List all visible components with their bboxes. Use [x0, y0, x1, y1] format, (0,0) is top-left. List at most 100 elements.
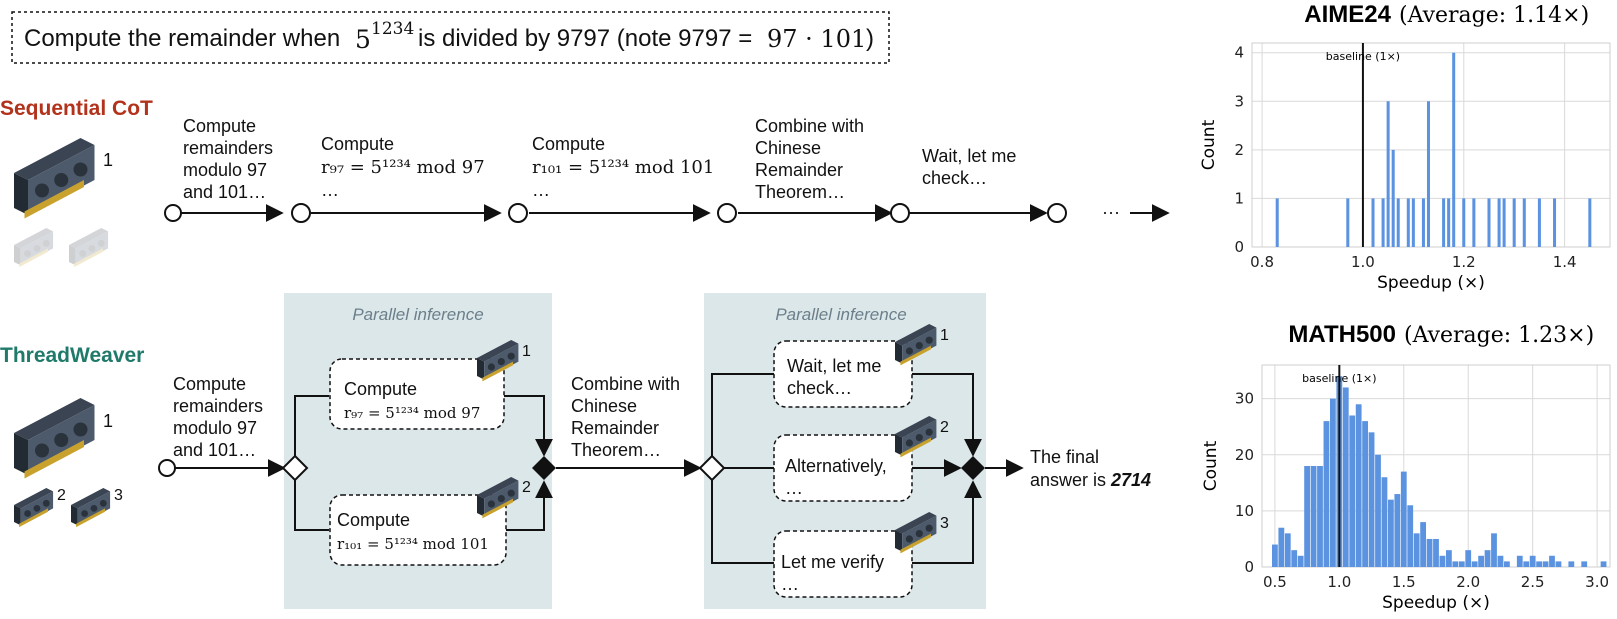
branch-a-gpu: 1: [522, 343, 531, 360]
step-line: Chinese: [755, 138, 821, 158]
sequential-chain: ···: [164, 202, 1170, 223]
branch2-1-box: [773, 340, 913, 408]
histogram-bar: [1355, 404, 1362, 567]
step-line: and 101…: [183, 182, 266, 202]
chart-title: MATH500: [1288, 321, 1396, 348]
branch-b-math: r₁₀₁ = 5¹²³⁴ mod 101: [337, 535, 489, 553]
histogram-bar: [1396, 198, 1400, 247]
histogram-bar: [1447, 198, 1451, 247]
threadweaver-gpu-2: 2: [57, 487, 66, 504]
problem-exp: 1234: [371, 19, 414, 39]
histogram-bar: [1497, 555, 1504, 567]
histogram-bar: [1555, 561, 1562, 567]
chart-subtitle: (Average: 1.14×): [1399, 3, 1589, 28]
histogram-bar: [1406, 198, 1410, 247]
histogram-bar: [1522, 198, 1526, 247]
sequential-gpu-count: 1: [103, 150, 113, 170]
step-line: check…: [922, 168, 987, 188]
intro-line: and 101…: [173, 440, 256, 460]
sequential-node: [1047, 203, 1067, 223]
histogram-bar: [1497, 198, 1501, 247]
step-line: Theorem…: [755, 182, 845, 202]
x-tick-label: 1.0: [1351, 253, 1375, 271]
histogram-bar: [1400, 471, 1407, 567]
branch-b-gpu: 2: [522, 479, 531, 496]
histogram-bar: [1413, 533, 1420, 567]
histogram-bar: [1529, 555, 1536, 567]
x-axis-label: Speedup (×): [1377, 273, 1485, 293]
histogram-bar: [1537, 198, 1541, 247]
sequential-node: [508, 203, 528, 223]
histogram-bar: [1553, 198, 1557, 247]
y-tick-label: 0: [1244, 558, 1254, 576]
branch-a-label: Compute: [344, 379, 417, 399]
histogram-bar: [1387, 499, 1394, 567]
branch-b-label: Compute: [337, 510, 410, 530]
y-tick-label: 10: [1235, 502, 1254, 520]
x-tick-label: 1.2: [1452, 253, 1476, 271]
branch2-line: check…: [787, 378, 852, 398]
histogram-bar: [1323, 421, 1330, 567]
step-line: Remainder: [755, 160, 843, 180]
x-tick-label: 0.8: [1250, 253, 1274, 271]
histogram-bar: [1407, 505, 1414, 567]
gpu-icon: [14, 398, 95, 479]
histogram-bar: [1502, 198, 1506, 247]
sequential-ellipsis: ···: [1102, 202, 1120, 222]
branch2-line: …: [781, 574, 799, 594]
histogram-bar: [1411, 198, 1415, 247]
histogram-bar: [1421, 198, 1425, 247]
histogram-bar: [1317, 466, 1323, 567]
histogram-bar: [1368, 432, 1375, 567]
branch2-line: Let me verify: [781, 552, 884, 572]
y-axis-label: Count: [1199, 119, 1219, 170]
step-line: Combine with: [755, 116, 864, 136]
histogram-bar: [1465, 550, 1472, 567]
histogram-bar: [1542, 561, 1549, 567]
branch2-gpu: 2: [940, 419, 949, 436]
chart-title: AIME24: [1304, 1, 1391, 28]
baseline-label: baseline (1×): [1302, 372, 1376, 385]
histogram-bar: [1342, 387, 1349, 567]
parallel-panel-title: Parallel inference: [352, 305, 483, 324]
step-math: r₉₇ = 5¹²³⁴ mod 97: [321, 157, 485, 178]
merge-gateway: [532, 456, 556, 480]
y-tick-label: 30: [1235, 390, 1254, 408]
threadweaver-gpu-1: 1: [103, 411, 113, 431]
parallel-panel-title: Parallel inference: [775, 305, 906, 324]
histogram-bar: [1386, 101, 1390, 248]
y-tick-label: 3: [1234, 92, 1244, 110]
threadweaver-intro: Compute remainders modulo 97 and 101…: [173, 374, 263, 460]
histogram-bar: [1304, 466, 1311, 567]
sequential-step-5: Wait, let me check…: [922, 146, 1016, 188]
step-line: …: [532, 180, 550, 200]
gpu-icon-faded: [14, 228, 109, 268]
problem-box: Compute the remainder when 5 1234 is div…: [11, 11, 890, 64]
histogram-bar: [1581, 561, 1588, 567]
problem-text-a: Compute the remainder when: [24, 25, 340, 52]
histogram-bar: [1536, 561, 1543, 567]
histogram-bar: [1394, 494, 1401, 567]
histogram-bar: [1588, 198, 1592, 247]
histogram-bar: [1442, 198, 1446, 247]
histogram-bar: [1371, 198, 1375, 247]
y-tick-label: 1: [1234, 189, 1244, 207]
histogram-bar: [1487, 198, 1491, 247]
histogram-bar: [1297, 555, 1304, 567]
problem-base: 5: [355, 25, 371, 54]
histogram-bar: [1329, 398, 1336, 567]
y-tick-label: 0: [1234, 238, 1244, 256]
histogram-bar: [1362, 421, 1369, 567]
branch2-3-box: [773, 530, 913, 598]
histogram-bar: [1426, 101, 1430, 248]
step-math: r₁₀₁ = 5¹²³⁴ mod 101: [532, 157, 714, 178]
step-line: …: [321, 180, 339, 200]
histogram-bar: [1271, 544, 1278, 567]
x-axis-label: Speedup (×): [1382, 593, 1490, 613]
branch2-2-box: [773, 434, 913, 502]
histogram-bar: [1523, 561, 1530, 567]
step-line: remainders: [183, 138, 273, 158]
